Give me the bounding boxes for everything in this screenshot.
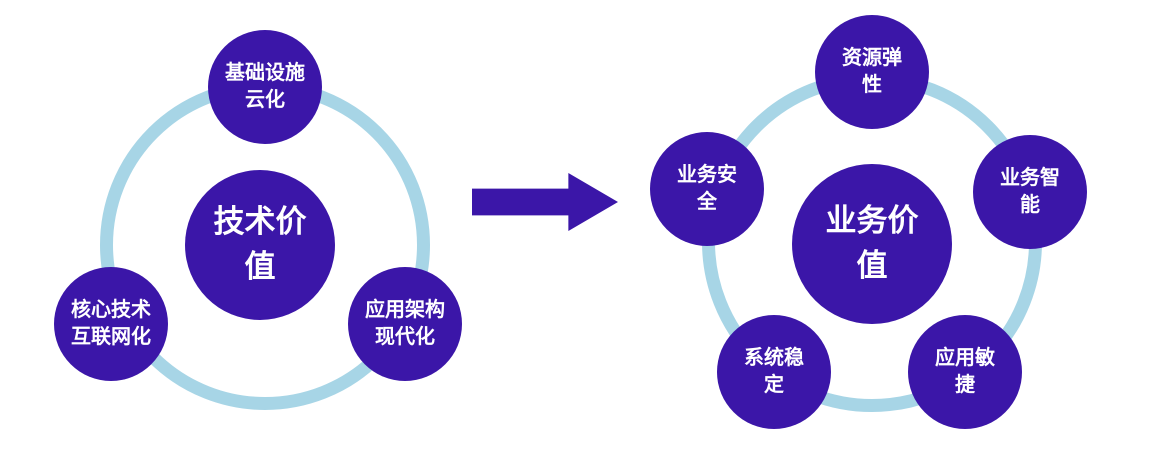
sat-business-security-line1: 业务安	[677, 164, 737, 186]
sat-business-intelligence: 业务智 能	[973, 135, 1087, 249]
sat-system-stability-line1: 系统稳	[744, 347, 804, 369]
left-center-label-line1: 技术价	[213, 204, 307, 240]
sat-app-agility: 应用敏 捷	[908, 315, 1022, 429]
sat-resource-elasticity-line2: 性	[862, 74, 882, 96]
arrow-right-icon	[472, 173, 618, 231]
sat-system-stability: 系统稳 定	[717, 315, 831, 429]
left-center-label-line2: 值	[244, 249, 276, 284]
sat-app-arch-modern-line2: 现代化	[375, 326, 435, 348]
sat-system-stability-line2: 定	[764, 374, 784, 396]
sat-infra-cloud-line1: 基础设施	[225, 62, 305, 84]
sat-resource-elasticity-line1: 资源弹	[842, 47, 902, 69]
sat-infra-cloud-line2: 云化	[245, 89, 285, 111]
sat-core-tech-internet-line1: 核心技术	[71, 299, 151, 321]
sat-app-agility-line2: 捷	[955, 374, 975, 396]
sat-infra-cloud: 基础设施 云化	[208, 30, 322, 144]
sat-app-arch-modern-line1: 应用架构	[365, 299, 445, 321]
sat-core-tech-internet-line2: 互联网化	[71, 326, 151, 348]
right-center-label-line1: 业务价	[825, 203, 919, 239]
sat-core-tech-internet: 核心技术 互联网化	[54, 267, 168, 381]
sat-business-intelligence-line2: 能	[1020, 194, 1040, 216]
sat-business-intelligence-line1: 业务智	[1000, 167, 1060, 189]
right-center-label-line2: 值	[856, 248, 888, 283]
sat-app-arch-modern: 应用架构 现代化	[348, 267, 462, 381]
sat-resource-elasticity: 资源弹 性	[815, 15, 929, 129]
sat-business-security: 业务安 全	[650, 132, 764, 246]
right-center-circle: 业务价 值	[792, 164, 952, 324]
sat-app-agility-line1: 应用敏	[935, 347, 995, 369]
left-center-circle: 技术价 值	[185, 170, 335, 320]
sat-business-security-line2: 全	[697, 191, 717, 213]
